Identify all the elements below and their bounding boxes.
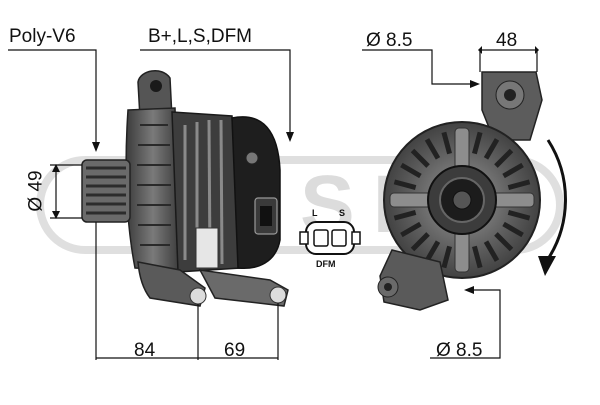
dim-a-label: 84 xyxy=(134,340,156,361)
terminals-label: B+,L,S,DFM xyxy=(148,26,252,47)
upper-mount-hole xyxy=(150,80,162,92)
front-upper-hole xyxy=(504,89,516,101)
fan-vent-slot xyxy=(424,138,441,160)
pulley-diameter-label: Ø 49 xyxy=(25,170,47,212)
dimension-lines xyxy=(8,49,538,360)
lower-mount-hole-a xyxy=(189,287,207,305)
lower-mount-hole-b xyxy=(269,286,287,304)
lower-mount-arm-b xyxy=(198,269,289,307)
mount-hole-top-label: Ø 8.5 xyxy=(366,30,413,51)
connector-pin-s xyxy=(331,229,347,247)
leader-hole-top xyxy=(362,49,476,85)
housing-ribs xyxy=(137,124,171,246)
fan-vent-slot xyxy=(410,232,430,252)
leader-hole-bottom xyxy=(430,289,501,359)
fan-vent-slot xyxy=(472,131,483,155)
leader-terminals xyxy=(140,49,291,140)
fan-vent-slot xyxy=(441,131,452,155)
alternator-front-view xyxy=(377,71,543,311)
fan-vent-slot xyxy=(472,245,483,269)
fan-vent-slot xyxy=(393,210,417,221)
pulley-grooves xyxy=(86,166,126,215)
connector-pin-l-label: L xyxy=(312,208,318,218)
fan-vent-slot xyxy=(441,245,452,269)
fan-vent-slot xyxy=(494,232,514,252)
fan-vent-slot xyxy=(400,162,422,179)
label-sticker xyxy=(195,227,219,269)
pulley-label: Poly-V6 xyxy=(9,26,76,47)
fan-vent-slot xyxy=(393,179,417,190)
rear-cover xyxy=(231,116,281,270)
front-lower-hole xyxy=(384,283,392,291)
fan-vent-slot xyxy=(483,138,500,160)
dimension-arrowheads xyxy=(52,46,539,294)
connector-pin-s-label: S xyxy=(339,208,346,218)
mount-hole-bottom-label: Ø 8.5 xyxy=(436,340,483,361)
fan-vent-slot xyxy=(410,148,430,168)
fan-vent-slot xyxy=(400,221,422,238)
fan-vent-slot xyxy=(502,221,524,238)
fan-vent-slot xyxy=(494,148,514,168)
fan-vent-slot xyxy=(507,179,531,190)
fan-vent-slot xyxy=(507,210,531,221)
dim-b-label: 69 xyxy=(224,340,246,361)
terminal-stud xyxy=(245,151,259,165)
rotation-arrow-icon xyxy=(538,139,567,276)
front-lower-lug xyxy=(379,249,449,311)
dfm-connector xyxy=(299,221,361,255)
fan-vent-slot xyxy=(424,240,441,262)
connector-name-label: DFM xyxy=(316,259,336,269)
mount-width-label: 48 xyxy=(496,30,518,51)
connector-pin-l xyxy=(313,229,329,247)
fan-vent-slot xyxy=(502,162,524,179)
alternator-side-view xyxy=(81,70,289,307)
leader-pulley xyxy=(8,49,97,150)
fan-vent-slot xyxy=(483,240,500,262)
